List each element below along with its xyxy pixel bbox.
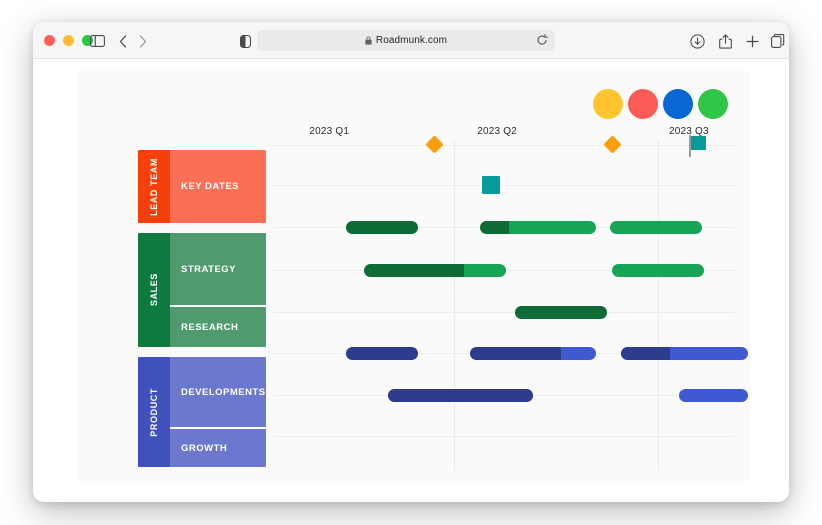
quarter-header-2023-q1: 2023 Q1 <box>309 126 350 137</box>
swimlane-row-developments[interactable]: DEVELOPMENTS <box>170 357 266 429</box>
group-rows: KEY DATES <box>170 150 266 223</box>
window-traffic-lights <box>44 35 93 46</box>
group-spine: PRODUCT <box>138 357 170 467</box>
share-icon[interactable] <box>716 32 734 50</box>
browser-window: Roadmunk.com <box>33 22 789 502</box>
group-spine-label: PRODUCT <box>149 387 159 437</box>
flag-pole <box>688 135 691 157</box>
bar-strategy-1[interactable] <box>345 221 418 235</box>
group-spine: SALES <box>138 233 170 347</box>
quarter-divider <box>658 140 660 471</box>
address-bar[interactable]: Roadmunk.com <box>257 30 555 51</box>
quarter-divider <box>453 140 455 471</box>
downloads-icon[interactable] <box>688 32 706 50</box>
swimlane-row-growth[interactable]: GROWTH <box>170 429 266 467</box>
flag-cloth <box>690 136 706 150</box>
bar-dev-1[interactable] <box>345 346 418 360</box>
gridline <box>274 311 734 313</box>
group-spine-label: SALES <box>149 273 159 307</box>
maximize-window-button[interactable] <box>82 35 93 46</box>
swimlane-row-research[interactable]: RESEARCH <box>170 307 266 347</box>
sidebar-toggle-icon[interactable] <box>88 32 106 50</box>
group-spine-label: LEAD TEAM <box>149 157 159 216</box>
bar-strategy-5[interactable] <box>612 263 705 277</box>
reader-view-icon[interactable] <box>236 32 254 50</box>
gridline <box>274 435 734 437</box>
swimlane-row-key-dates[interactable]: KEY DATES <box>170 150 266 223</box>
legend-swatches <box>593 89 728 119</box>
timeline-grid: 2023 Q1 2023 Q2 2023 Q3 <box>274 126 748 471</box>
milestone-diamond-q1[interactable] <box>424 135 444 155</box>
quarter-header-2023-q3: 2023 Q3 <box>669 126 709 137</box>
lock-icon <box>365 36 372 45</box>
gridline <box>274 185 734 187</box>
new-tab-icon[interactable] <box>743 32 761 50</box>
bar-progress-fill <box>364 263 464 277</box>
bar-dev-3[interactable] <box>620 346 748 360</box>
bar-progress-fill <box>388 388 533 402</box>
bar-progress-fill <box>620 346 671 360</box>
legend-dot-yellow[interactable] <box>593 89 623 119</box>
bar-strategy-3[interactable] <box>609 221 702 235</box>
bar-growth-2[interactable] <box>678 388 748 402</box>
milestone-flag-q3[interactable] <box>688 135 707 157</box>
back-chevron-icon[interactable] <box>114 32 132 50</box>
bar-strategy-2[interactable] <box>480 221 596 235</box>
bar-research-1[interactable] <box>515 305 608 319</box>
reload-icon[interactable] <box>536 34 548 46</box>
minimize-window-button[interactable] <box>63 35 74 46</box>
legend-dot-blue[interactable] <box>663 89 693 119</box>
milestone-diamond-q2[interactable] <box>602 135 622 155</box>
bar-progress-fill <box>480 221 510 235</box>
bar-dev-2[interactable] <box>469 346 596 360</box>
bar-growth-1[interactable] <box>388 388 533 402</box>
swimlane-group-lead-team[interactable]: LEAD TEAM KEY DATES <box>138 150 266 223</box>
legend-dot-green[interactable] <box>698 89 728 119</box>
address-bar-url: Roadmunk.com <box>375 35 448 46</box>
tab-overview-icon[interactable] <box>769 32 787 50</box>
swimlane-row-strategy[interactable]: STRATEGY <box>170 233 266 307</box>
bar-progress-fill <box>469 346 561 360</box>
bar-progress-fill <box>345 346 418 360</box>
gridline <box>274 144 734 146</box>
browser-titlebar: Roadmunk.com <box>33 22 789 59</box>
forward-chevron-icon[interactable] <box>134 32 152 50</box>
bar-progress-fill <box>345 221 418 235</box>
milestone-square-q2[interactable] <box>482 176 501 195</box>
legend-dot-red[interactable] <box>628 89 658 119</box>
bar-progress-fill <box>515 305 608 319</box>
quarter-header-2023-q2: 2023 Q2 <box>477 126 517 137</box>
group-spine: LEAD TEAM <box>138 150 170 223</box>
close-window-button[interactable] <box>44 35 55 46</box>
bar-strategy-4[interactable] <box>364 263 507 277</box>
